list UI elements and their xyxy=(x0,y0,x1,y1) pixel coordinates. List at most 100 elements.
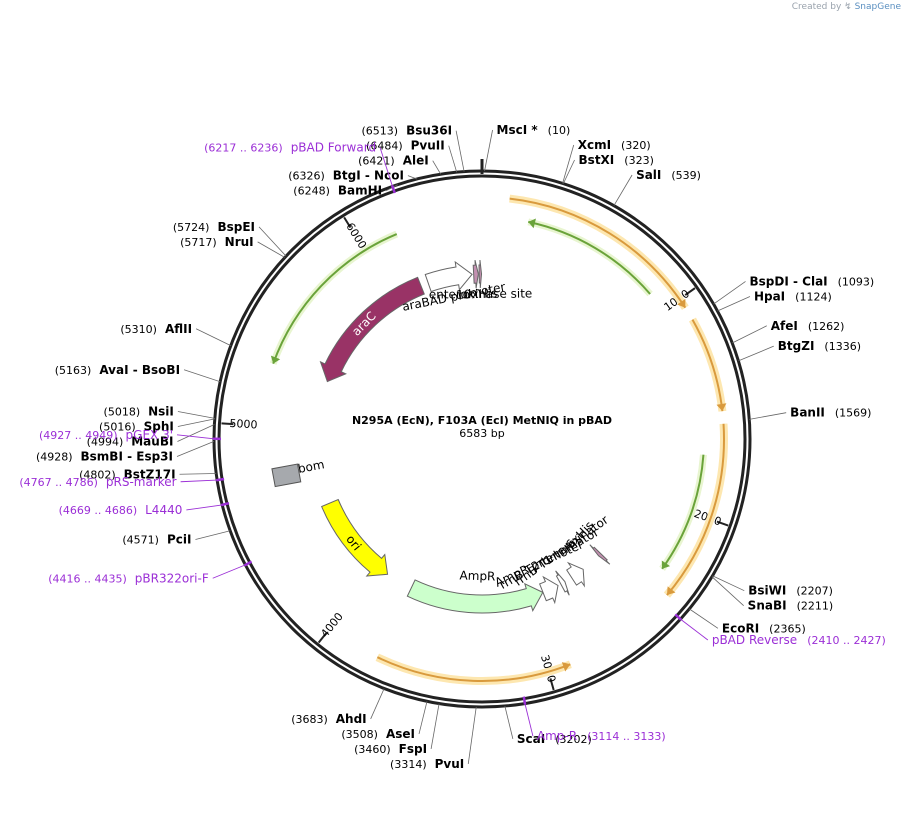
enzyme-pos-bstz17i: (4802) xyxy=(79,468,116,481)
enzyme-site-banii: BanII(1569) xyxy=(749,406,871,420)
feature-ampr xyxy=(406,579,544,614)
enzyme-leader-snabi xyxy=(711,576,744,606)
enzyme-name-btgi-ncoi: BtgI - NcoI xyxy=(333,169,404,183)
enzyme-leader-sali xyxy=(613,174,633,206)
enzyme-pos-afei: (1262) xyxy=(808,320,845,333)
primer-name-pbr322ori-f: pBR322ori-F xyxy=(135,571,209,585)
enzyme-site-avai-bsobi: AvaI - BsoBI(5163) xyxy=(55,363,221,383)
primer-name-pbad-forward: pBAD Forward xyxy=(291,141,376,155)
snapgene-logo-icon: ↯ xyxy=(844,2,852,12)
enzyme-leader-btgi-ncoi xyxy=(407,175,418,180)
enzyme-site-maubi: MauBI(4994) xyxy=(87,424,215,449)
enzyme-site-btgi-ncoi: BtgI - NcoI (6326) xyxy=(288,169,418,183)
enzyme-pos-alei: (6421) xyxy=(358,155,395,168)
primer-name-prs-marker: pRS-marker xyxy=(106,475,177,489)
enzyme-site-nrui: NruI(5717) xyxy=(180,235,286,258)
enzyme-leader-asei xyxy=(418,701,428,735)
enzyme-leader-sphi xyxy=(177,418,215,427)
enzyme-name-asei: AseI xyxy=(386,727,415,741)
enzyme-leader-msci xyxy=(484,129,493,172)
primer-mark-pbr322ori-f xyxy=(243,560,253,567)
primer-pos-prs-marker: (4767 .. 4786) xyxy=(19,476,98,489)
enzyme-site-pvuii: PvuII(6484) xyxy=(366,139,458,173)
enzyme-name-bspei: BspEI xyxy=(217,220,255,234)
enzyme-leader-maubi xyxy=(177,424,215,442)
enzyme-leader-btgzi xyxy=(738,345,774,362)
tick-5000 xyxy=(221,422,234,426)
plasmid-name: N295A (EcN), F103A (EcI) MetNIQ in pBAD xyxy=(352,414,612,427)
enzyme-leader-bsmbi-esp3i xyxy=(176,440,215,457)
enzyme-pos-asei: (3508) xyxy=(341,728,378,741)
enzyme-pos-msci: (10) xyxy=(548,124,571,137)
primer-site-l4440: L4440(4669 .. 4686) xyxy=(59,501,230,517)
enzyme-leader-bstz17i xyxy=(179,473,217,475)
primer-name-pgex-3: pGEX 3' xyxy=(126,428,173,442)
orf-arrowhead-6 xyxy=(270,355,281,364)
plasmid-length: 6583 bp xyxy=(459,427,504,440)
enzyme-name-xcmi: XcmI xyxy=(578,138,611,152)
primer-pos-l4440: (4669 .. 4686) xyxy=(59,504,138,517)
primer-leader-pbad-reverse xyxy=(680,618,709,641)
enzyme-leader-bsu36i xyxy=(455,130,465,172)
enzyme-name-sphi: SphI xyxy=(144,420,174,434)
primer-mark-prs-marker xyxy=(215,477,225,482)
enzyme-name-fspi: FspI xyxy=(399,742,427,756)
orf-arrowhead-5 xyxy=(661,560,671,569)
primer-site-pbr322ori-f: pBR322ori-F(4416 .. 4435) xyxy=(48,560,253,585)
enzyme-pos-ahdi: (3683) xyxy=(291,713,328,726)
feature-6xhis xyxy=(589,544,611,565)
primer-leader-pbr322ori-f xyxy=(212,564,246,579)
primer-sites: pBAD Reverse(2410 .. 2427)Amp-R(3114 .. … xyxy=(19,141,885,744)
primer-pos-pbad-reverse: (2410 .. 2427) xyxy=(807,634,886,647)
snapgene-credit: Created by ↯ SnapGene xyxy=(792,2,901,12)
enzyme-site-pcii: PciI(4571) xyxy=(122,530,231,546)
enzyme-leader-alei xyxy=(432,160,442,175)
enzyme-leader-pvuii xyxy=(448,145,458,173)
enzyme-leader-hpai xyxy=(717,296,751,312)
orf-line-4 xyxy=(528,220,651,295)
orf-line-0 xyxy=(509,197,687,309)
enzyme-leader-ecori xyxy=(689,608,719,629)
primer-pos-pgex-3: (4927 .. 4949) xyxy=(39,429,118,442)
primer-pos-pbad-forward: (6217 .. 6236) xyxy=(204,142,283,155)
enzyme-pos-scai: (3202) xyxy=(555,733,592,746)
enzyme-pos-bstxi: (323) xyxy=(624,154,654,167)
enzyme-sites: MscI *(10)XcmI(320)BstXI(323)SalI(539)Bs… xyxy=(36,123,874,771)
enzyme-pos-btgi-ncoi: (6326) xyxy=(288,170,325,183)
orf-arrowhead-4 xyxy=(528,218,536,229)
primer-leader-amp-r xyxy=(524,703,534,737)
feature-label-ampr: AmpR xyxy=(459,568,495,583)
enzyme-site-xcmi: XcmI(320) xyxy=(562,138,651,184)
enzyme-pos-nsii: (5018) xyxy=(104,406,141,419)
credit-prefix: Created by xyxy=(791,2,842,12)
enzyme-leader-bsiwi xyxy=(712,575,745,592)
enzyme-site-bspdi-clai: BspDI - ClaI(1093) xyxy=(713,274,875,305)
enzyme-name-nrui: NruI xyxy=(225,235,254,249)
enzyme-name-bsiwi: BsiWI xyxy=(748,584,786,598)
orf-arrowhead-0 xyxy=(677,298,686,308)
enzyme-leader-banii xyxy=(749,412,787,420)
primer-mark-pbad-forward xyxy=(390,185,396,194)
enzyme-pos-bspdi-clai: (1093) xyxy=(838,275,875,288)
enzyme-name-avai-bsobi: AvaI - BsoBI xyxy=(99,363,180,377)
feature-bom xyxy=(271,463,302,488)
enzyme-pos-bsu36i: (6513) xyxy=(362,125,399,138)
enzyme-pos-fspi: (3460) xyxy=(354,743,391,756)
enzyme-name-hpai: HpaI xyxy=(754,289,785,303)
enzyme-site-bspei: BspEI(5724) xyxy=(173,220,287,257)
enzyme-pos-banii: (1569) xyxy=(835,407,872,420)
feature-rrnb-t2-terminator xyxy=(555,570,570,596)
tick-label-5000: 5000 xyxy=(229,417,258,432)
enzyme-site-nsii: NsiI(5018) xyxy=(104,405,215,419)
enzyme-site-afei: AfeI(1262) xyxy=(732,319,845,344)
enzyme-name-scai: ScaI xyxy=(517,732,545,746)
enzyme-pos-maubi: (4994) xyxy=(87,436,124,449)
primer-mark-amp-r xyxy=(522,696,527,705)
primer-site-pgex-3: pGEX 3' (4927 .. 4949) xyxy=(39,428,222,442)
enzyme-leader-fspi xyxy=(430,703,440,750)
primer-name-pbad-reverse: pBAD Reverse xyxy=(712,633,797,647)
primer-pos-amp-r: (3114 .. 3133) xyxy=(587,730,666,743)
enzyme-name-pvui: PvuI xyxy=(435,757,465,771)
